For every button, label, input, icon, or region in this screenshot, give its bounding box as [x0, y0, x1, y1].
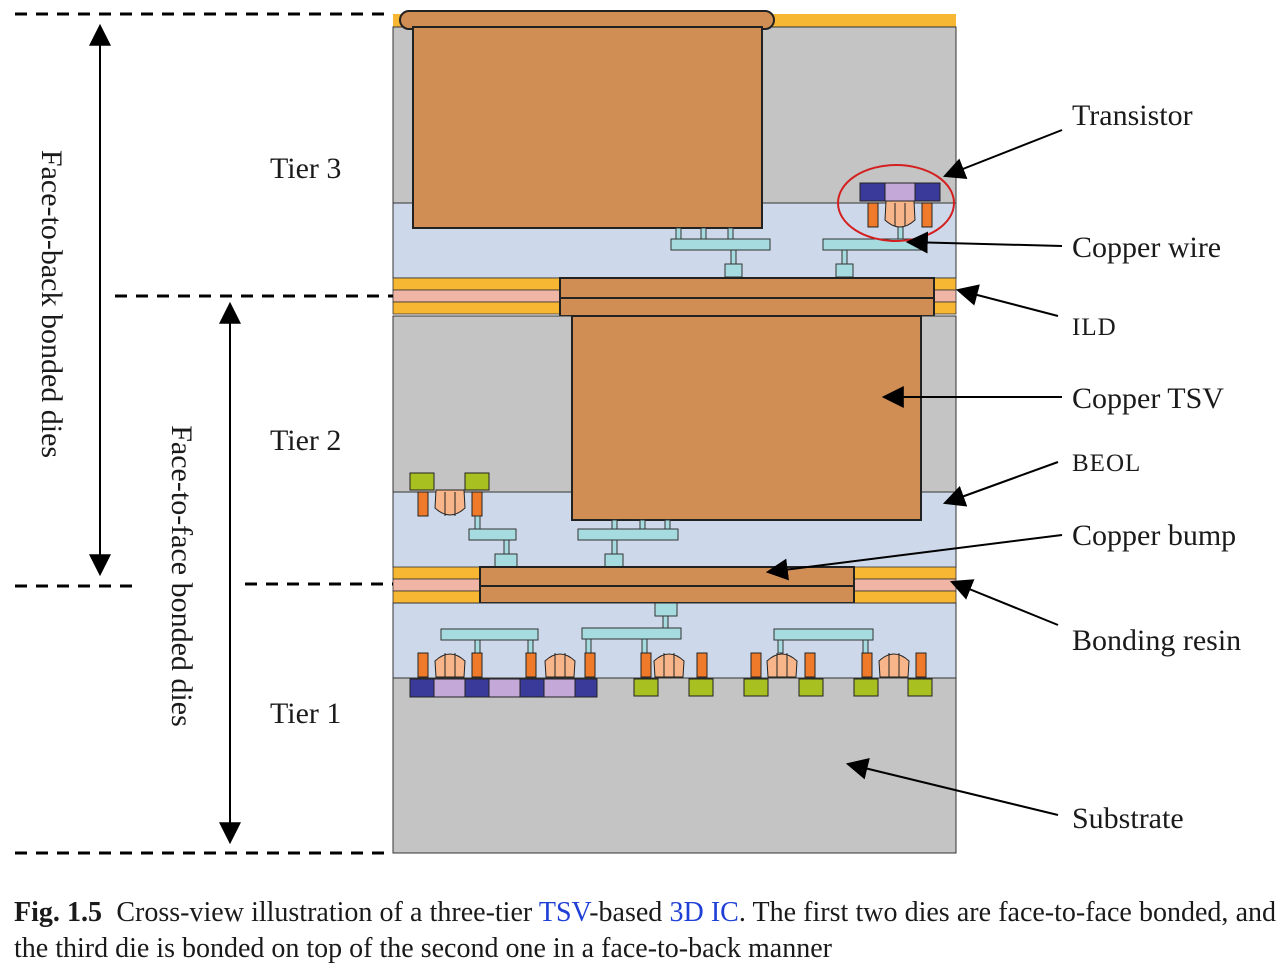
- callout-ild: ILD: [1072, 314, 1117, 341]
- tier-2-transistor: [409, 472, 518, 568]
- copper-bond-pad-lower: [559, 297, 935, 317]
- tier-3-label: Tier 3: [270, 152, 341, 185]
- tier-3-transistor: [822, 182, 941, 278]
- transistor-highlight-ring: [837, 164, 955, 242]
- tsv-3d-ic-cross-section: Face-to-back bonded dies Face-to-face bo…: [15, 10, 1241, 855]
- tier-1-transistors: [409, 652, 933, 698]
- caption-text-after: . The first two dies are face-to-face bo…: [14, 897, 1277, 964]
- tier-1-wires: [440, 602, 874, 654]
- tier-3-copper-tsv: [412, 26, 763, 229]
- copper-bump-lower: [479, 585, 855, 604]
- tier-2-copper-tsv: [571, 315, 922, 521]
- figure-label: Fig. 1.5: [14, 897, 103, 928]
- caption-text-mid: -based: [589, 897, 663, 928]
- tier-1-label: Tier 1: [270, 697, 341, 730]
- level-lines: [15, 12, 393, 855]
- face-to-face-bond-layer: [392, 566, 957, 604]
- tier-1-die: [392, 602, 957, 854]
- tier-2-tsv-wire: [577, 519, 679, 568]
- tier-3-die: [392, 10, 957, 279]
- tier-2-label: Tier 2: [270, 424, 341, 457]
- callout-beol: BEOL: [1072, 450, 1141, 477]
- caption-text-before: Cross-view illustration of a three-tier: [116, 897, 533, 928]
- tier-2-die: [392, 315, 957, 569]
- copper-bond-pad-upper: [559, 277, 935, 299]
- tier-1-substrate: [392, 677, 957, 854]
- 3d-ic-link[interactable]: 3D IC: [669, 897, 739, 928]
- copper-bump-upper: [479, 566, 855, 587]
- callout-copper-bump: Copper bump: [1072, 519, 1236, 552]
- callout-copper-tsv: Copper TSV: [1072, 382, 1224, 415]
- face-to-face-label: Face-to-face bonded dies: [165, 425, 198, 727]
- callout-transistor: Transistor: [1072, 99, 1193, 132]
- callout-substrate: Substrate: [1072, 802, 1184, 835]
- tsv-link[interactable]: TSV: [538, 897, 590, 928]
- face-to-back-label: Face-to-back bonded dies: [35, 150, 68, 458]
- figure-caption: Fig. 1.5 Cross-view illustration of a th…: [14, 895, 1276, 967]
- callout-copper-wire: Copper wire: [1072, 231, 1221, 264]
- callout-arrows: [765, 129, 1063, 816]
- face-to-back-bond-layer: [392, 277, 957, 317]
- callout-bonding-resin: Bonding resin: [1072, 624, 1241, 657]
